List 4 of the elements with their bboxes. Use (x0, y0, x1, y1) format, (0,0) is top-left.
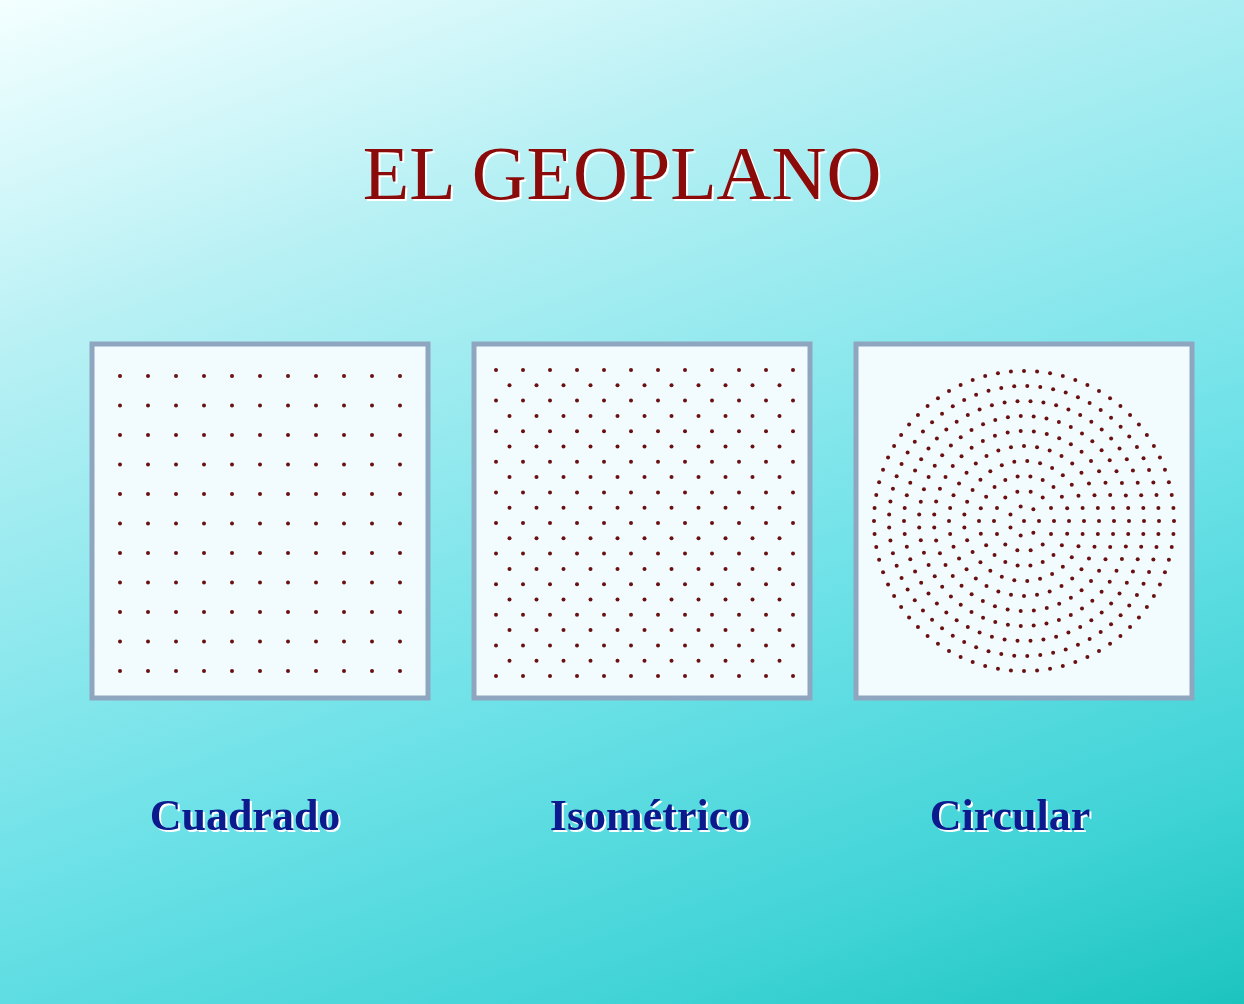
slide-title: EL GEOPLANO (361, 130, 883, 217)
geoboard-caption: Cuadrado (149, 790, 341, 841)
geoboard-caption: Circular (929, 790, 1091, 841)
geoboard-caption: Isométrico (549, 790, 751, 841)
